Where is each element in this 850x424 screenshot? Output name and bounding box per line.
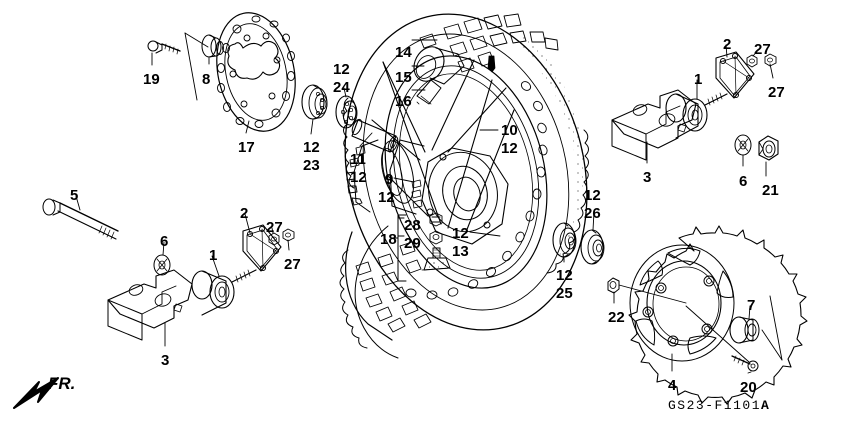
callout-12: 12 <box>303 139 320 156</box>
callout-10: 10 <box>501 122 518 139</box>
callout-28: 28 <box>404 217 421 234</box>
sprocket-teeth <box>628 225 808 405</box>
callout-22: 22 <box>608 309 625 326</box>
sprocket-slots <box>635 247 734 355</box>
callout-18: 18 <box>380 231 397 248</box>
callout-27: 27 <box>284 256 301 273</box>
callout-12: 12 <box>452 225 469 242</box>
bearing-spacer-row <box>301 84 399 153</box>
callout-14: 14 <box>395 44 412 61</box>
nut-27-c <box>746 54 758 68</box>
right-bearing-pair <box>552 222 605 265</box>
nut-27-a <box>268 232 280 246</box>
diagram-code: GS23-F1101A <box>668 398 769 413</box>
callout-2: 2 <box>240 205 249 222</box>
axle-bolt <box>42 198 119 240</box>
callout-20: 20 <box>740 379 757 396</box>
callout-21: 21 <box>762 182 779 199</box>
bracket-18 <box>391 214 407 282</box>
callout-27: 27 <box>768 84 785 101</box>
callout-16: 16 <box>395 93 412 110</box>
callout-13: 13 <box>452 243 469 260</box>
spoke-nipples <box>405 81 548 300</box>
callout-25: 25 <box>556 285 573 302</box>
callout-3: 3 <box>643 169 652 186</box>
wheel-hub <box>346 139 509 245</box>
valve-nut-29 <box>429 230 443 245</box>
sprocket-bolt-20 <box>731 355 759 372</box>
callout-26: 26 <box>584 205 601 222</box>
tire-tread <box>343 97 589 274</box>
front-direction-arrow-icon <box>13 377 59 409</box>
bearing-26 <box>580 229 605 265</box>
callout-7: 7 <box>747 297 756 314</box>
callout-4: 4 <box>668 377 677 394</box>
nut-27-d <box>764 53 777 67</box>
brake-disc-assembly <box>147 12 296 132</box>
callout-27: 27 <box>266 219 283 236</box>
chain-roller-1 <box>191 269 257 316</box>
disc-bolt <box>147 40 181 55</box>
valve-nut-28 <box>429 212 443 227</box>
callout-12: 12 <box>556 267 573 284</box>
rim-lock-assembly <box>413 46 465 105</box>
callout-6: 6 <box>739 173 748 190</box>
adjuster-plate-2 <box>242 224 282 272</box>
callout-12: 12 <box>378 189 395 206</box>
valve-stem-body <box>421 247 451 271</box>
callout-8: 8 <box>202 71 211 88</box>
front-direction-label: FR. <box>48 374 76 393</box>
callout-6: 6 <box>160 233 169 250</box>
callout-2: 2 <box>723 36 732 53</box>
disc-collar <box>201 34 224 58</box>
axle-spacer <box>351 118 399 153</box>
callout-11: 11 <box>350 151 366 168</box>
callout-1: 1 <box>694 71 703 88</box>
callout-1: 1 <box>209 247 218 264</box>
washer-6b <box>734 134 752 156</box>
chain-slider-3b <box>611 89 697 161</box>
washer-6 <box>153 254 171 276</box>
sprocket-nut-22 <box>607 277 620 294</box>
axle-nut-21 <box>758 135 779 161</box>
disc-holes <box>217 15 295 128</box>
callout-29: 29 <box>404 235 421 252</box>
callout-19: 19 <box>143 71 160 88</box>
bearing-left <box>301 84 328 120</box>
callout-24: 24 <box>333 79 350 96</box>
chain-slider-3 <box>107 269 193 341</box>
valve-hardware <box>391 212 451 282</box>
nut-27-b <box>282 228 295 242</box>
callout-23: 23 <box>303 157 320 174</box>
callout-12: 12 <box>584 187 601 204</box>
adjuster-plate-2b <box>715 51 755 99</box>
callout-3: 3 <box>161 352 170 369</box>
callout-15: 15 <box>395 69 412 86</box>
diagram-code-suffix: A <box>761 398 769 413</box>
callout-12: 12 <box>333 61 350 78</box>
leader-lines <box>75 32 783 374</box>
callout-9: 9 <box>385 171 394 188</box>
diagram-code-main: GS23-F1101 <box>668 398 762 413</box>
chain-adjuster-group-right <box>611 51 779 161</box>
collar-7 <box>729 316 760 344</box>
bearing-25 <box>552 222 577 258</box>
rear-sprocket-assembly <box>607 225 808 405</box>
callout-12: 12 <box>350 169 367 186</box>
callout-5: 5 <box>70 187 79 204</box>
chain-roller-1b <box>665 92 728 139</box>
tire-tread-foreground <box>339 225 432 359</box>
tire-knobs-top <box>419 13 559 73</box>
callout-12: 12 <box>501 140 518 157</box>
callout-27: 27 <box>754 41 771 58</box>
callout-17: 17 <box>238 139 255 156</box>
wheel-spokes <box>371 59 515 233</box>
chain-adjuster-group-left <box>42 198 295 341</box>
